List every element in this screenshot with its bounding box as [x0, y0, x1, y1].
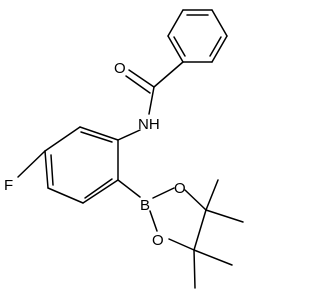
bond-methyl-2	[205, 209, 244, 223]
bond-upper-oxygen-to-carbon	[184, 189, 207, 211]
bond-methyl-4	[193, 249, 196, 289]
bond-nitrogen-to-aryl	[117, 129, 141, 141]
bond-ring2-upper-left	[44, 126, 81, 152]
bond-ring2-lower-double	[84, 178, 113, 199]
bond-methyl-1	[205, 179, 219, 211]
bond-ring2-top-double	[80, 131, 113, 143]
atom-label-carbonyl-oxygen: O	[114, 60, 126, 77]
atom-label-upper-ring-oxygen: O	[174, 180, 186, 197]
bond-aryl-to-boron	[117, 179, 141, 198]
bond-boron-to-lower-oxygen	[149, 210, 158, 232]
bond-lower-oxygen-to-carbon	[168, 238, 195, 251]
atom-label-boron: B	[140, 197, 150, 214]
fluoro-aryl-ring	[17, 126, 119, 204]
bond-carbonyl-oxygen	[128, 69, 155, 88]
bond-ring1-left-double	[173, 36, 186, 57]
bond-ring2-top	[79, 126, 119, 141]
benzoyl-phenyl-ring	[167, 9, 228, 63]
pinacol-boronate-ring	[117, 179, 244, 289]
bond-ring2-lower-right	[82, 179, 119, 204]
bond-boron-to-upper-oxygen	[152, 187, 175, 199]
bond-ring1-upper-right	[211, 9, 228, 37]
bond-ring1-lower-left	[167, 35, 184, 63]
atom-label-lower-ring-oxygen: O	[152, 232, 164, 249]
bond-ring2-lower-left	[47, 187, 84, 204]
bond-ring2-left	[44, 150, 49, 189]
bond-ring2-to-fluorine	[17, 150, 46, 178]
bond-phenyl-to-carbonyl	[153, 61, 184, 88]
atom-label-fluorine: F	[4, 177, 13, 194]
bond-ring1-upper-left	[167, 9, 184, 37]
bond-carbonyl-oxygen-double	[125, 75, 151, 94]
bond-ring1-right-double	[209, 36, 222, 57]
atom-label-amide-nitrogen: NH	[138, 116, 160, 133]
bond-carbonyl-to-nitrogen	[148, 86, 155, 115]
bond-methyl-3	[193, 249, 233, 266]
amide-linkage	[117, 61, 184, 141]
chemical-structure-diagram: O NH F B O O	[4, 9, 244, 289]
bond-ring2-left-double	[50, 154, 54, 186]
bond-quaternary-carbons	[193, 209, 207, 251]
bond-ring1-lower-right	[211, 35, 228, 63]
